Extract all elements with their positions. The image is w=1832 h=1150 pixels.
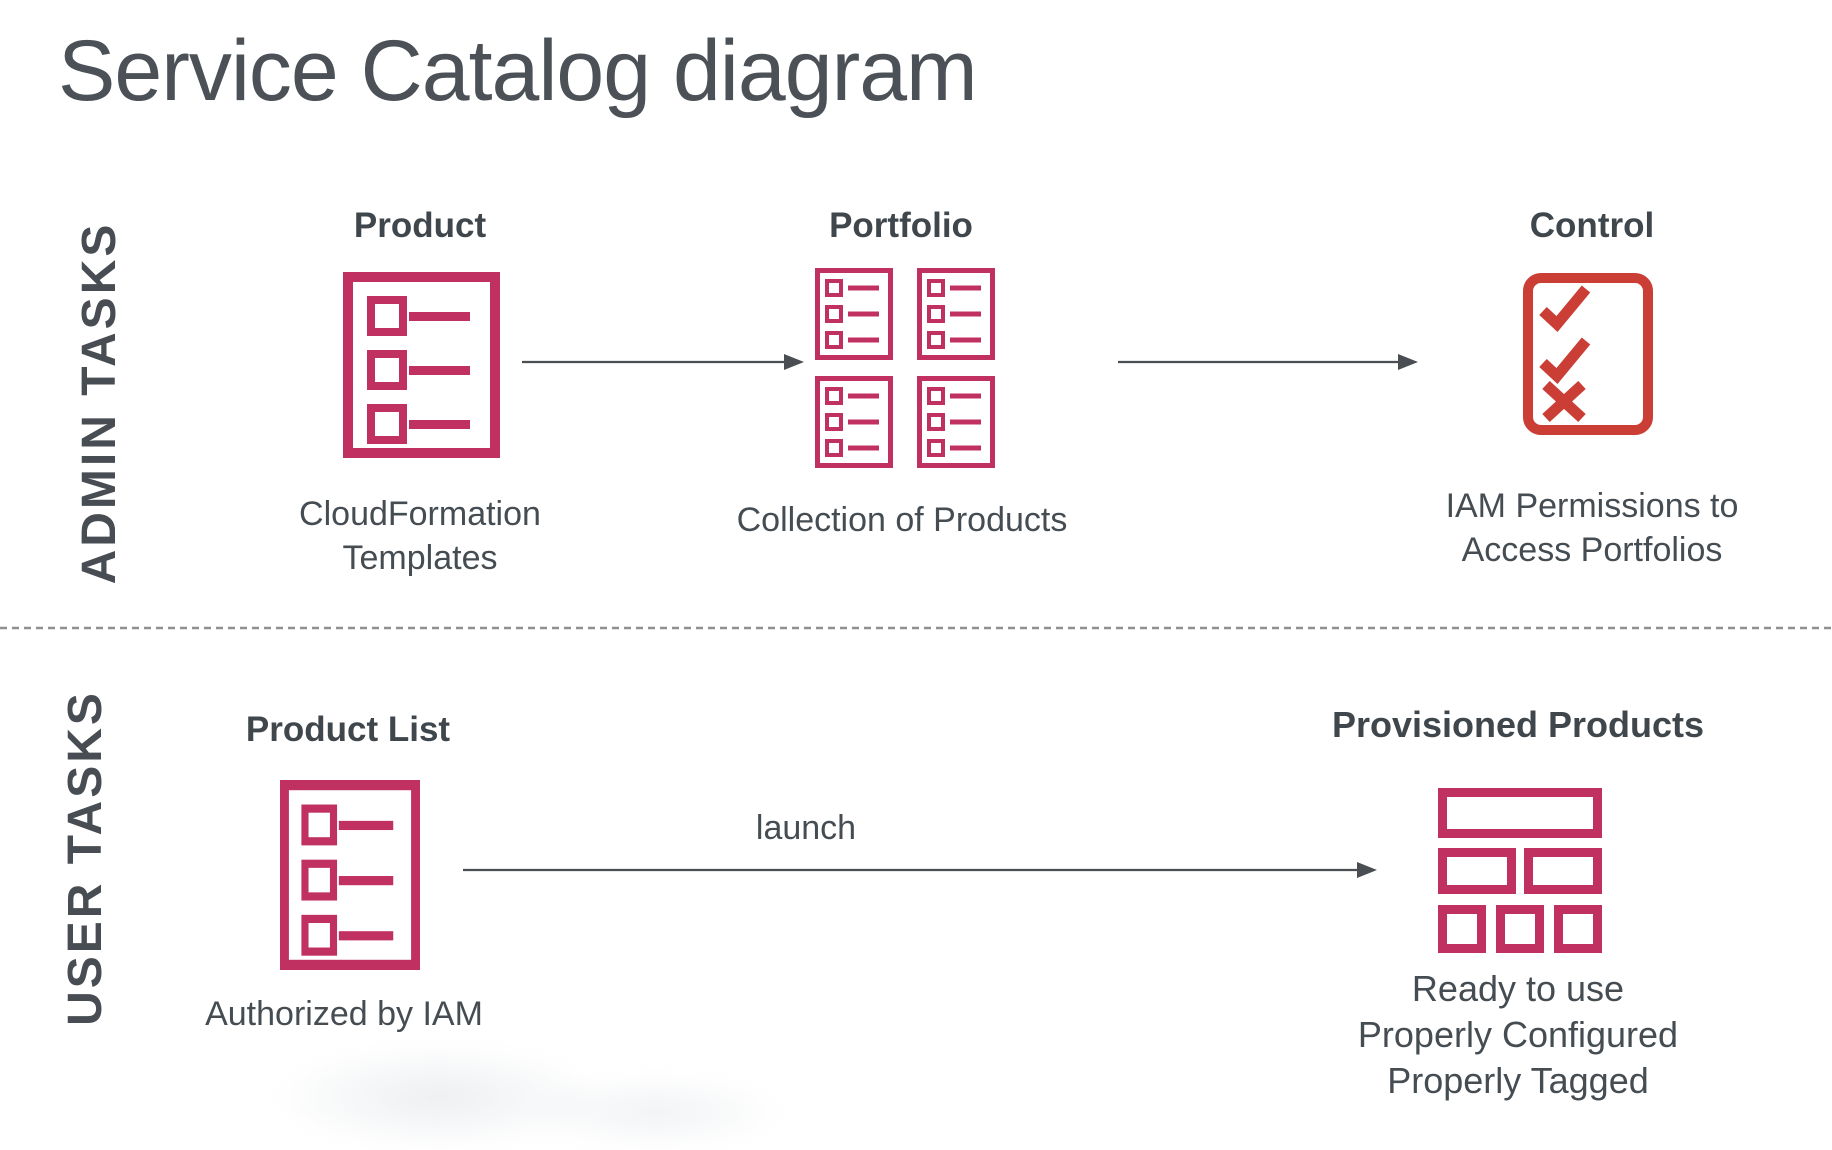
caption-line: Properly Tagged	[1387, 1060, 1649, 1101]
provisioned-products-heading: Provisioned Products	[1331, 704, 1705, 745]
product-list-document-icon	[343, 272, 500, 458]
product-caption: CloudFormation Templates	[240, 492, 600, 580]
product-list-caption: Authorized by IAM	[205, 995, 483, 1033]
mini-list-document-icon	[917, 268, 995, 360]
mini-list-document-icon	[815, 268, 893, 360]
product-heading: Product	[353, 206, 487, 245]
arrow-product-to-portfolio	[522, 354, 804, 370]
portfolio-caption: Collection of Products	[736, 501, 1068, 539]
admin-tasks-row-label: ADMIN TASKS	[73, 221, 126, 585]
portfolio-heading: Portfolio	[829, 206, 973, 245]
control-heading: Control	[1529, 206, 1655, 245]
control-checklist-icon	[1523, 273, 1653, 435]
mini-list-document-icon	[917, 376, 995, 468]
caption-line: IAM Permissions to	[1445, 487, 1739, 525]
arrow-launch	[463, 862, 1377, 878]
page-title: Service Catalog diagram	[58, 23, 978, 119]
caption-line: Templates	[342, 539, 498, 577]
faint-smudge	[520, 1072, 790, 1150]
portfolio-list-document-grid-icon	[815, 268, 995, 468]
caption-line: Properly Configured	[1357, 1014, 1679, 1055]
arrow-portfolio-to-control	[1118, 354, 1418, 370]
launch-label: launch	[755, 809, 857, 847]
provisioned-stacked-bricks-icon	[1438, 788, 1602, 954]
control-caption: IAM Permissions to Access Portfolios	[1392, 484, 1792, 572]
caption-line: Access Portfolios	[1461, 531, 1723, 569]
product-list-heading: Product List	[245, 710, 451, 749]
mini-list-document-icon	[815, 376, 893, 468]
caption-line: CloudFormation	[299, 495, 541, 533]
provisioned-caption: Ready to use Properly Configured Properl…	[1298, 966, 1738, 1104]
user-tasks-row-label: USER TASKS	[59, 690, 112, 1026]
product-list-list-document-icon	[280, 780, 420, 970]
caption-line: Ready to use	[1411, 968, 1625, 1009]
